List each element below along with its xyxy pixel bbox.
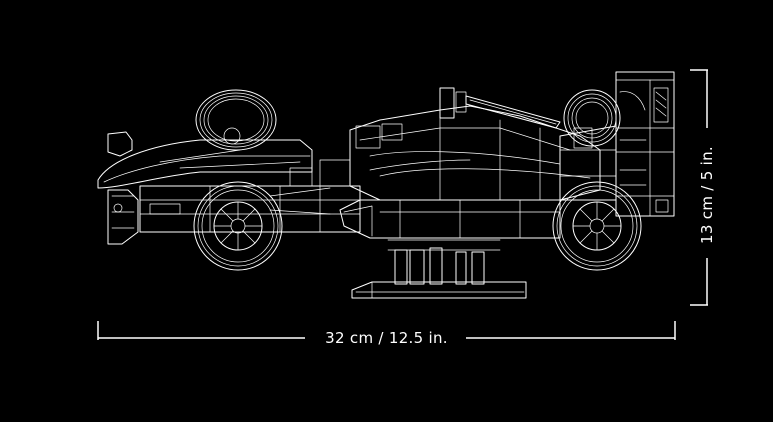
car-body: [97, 87, 617, 245]
width-dimension-label: 32 cm / 12.5 in.: [325, 329, 448, 347]
width-dimension-line: [97, 321, 676, 340]
display-stand: [351, 239, 527, 299]
front-upper-wheel: [195, 89, 277, 151]
rear-wheel: [552, 181, 642, 271]
rear-wing: [615, 71, 675, 217]
front-wheel: [193, 181, 283, 271]
height-dimension-label: 13 cm / 5 in.: [698, 146, 716, 244]
height-dimension-line: [690, 69, 708, 306]
